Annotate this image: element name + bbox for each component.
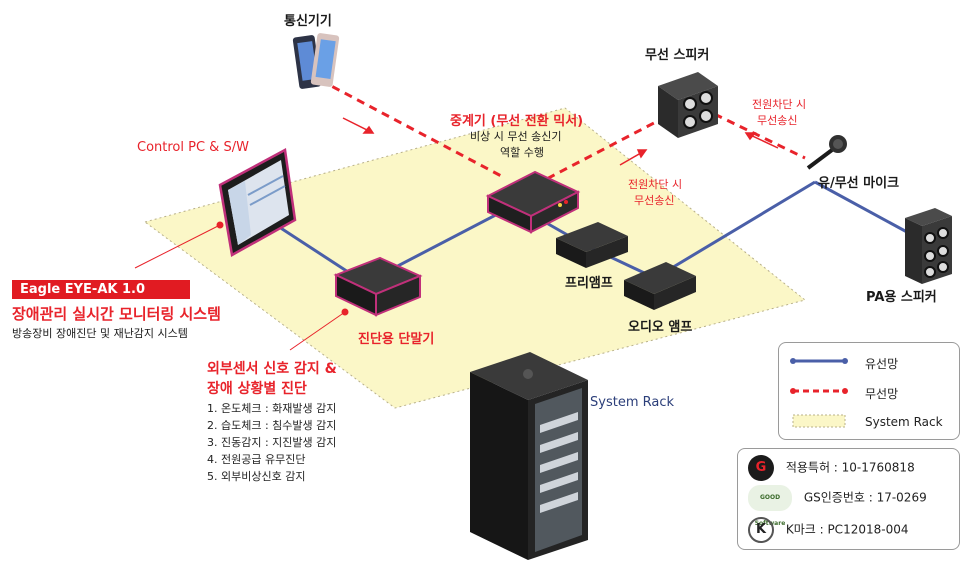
pa-speaker-icon (905, 208, 952, 284)
control-pc-label: Control PC & S/W (137, 140, 249, 155)
control-pc-icon (218, 148, 297, 257)
patent-row: G 적용특허 : 10-1760818 (748, 455, 915, 481)
audio-amp-label: 오디오 앰프 (628, 320, 693, 335)
legend-box: 유선망 무선망 System Rack (778, 342, 960, 440)
sensor-item: 5. 외부비상신호 감지 (207, 470, 306, 483)
relay-desc-line1: 비상 시 무선 송신기 (470, 130, 562, 143)
sensor-item: 1. 온도체크 : 화재발생 감지 (207, 402, 337, 415)
wireless-speaker-icon (658, 72, 718, 138)
k-mark-icon: K (748, 517, 774, 543)
gs-cert-icon: GOOD Software (748, 485, 792, 527)
gs-cert-text: GS인증번호 : 17-0269 (803, 490, 927, 505)
product-subtitle: 방송장비 장애진단 및 재난감지 시스템 (12, 327, 188, 340)
sensors-title-line2: 장애 상황별 진단 (207, 381, 307, 397)
patent-text: 적용특허 : 10-1760818 (785, 460, 915, 475)
comm-device-label: 통신기기 (284, 14, 332, 29)
leader-lines (134, 221, 349, 351)
relay-mixer-icon (485, 170, 581, 234)
sensor-item: 3. 진동감지 : 지진발생 감지 (207, 436, 337, 449)
legend-rack-label: System Rack (865, 415, 943, 429)
legend-swatches (790, 358, 848, 428)
legend-wireless-label: 무선망 (865, 387, 899, 401)
gs-row: GOOD Software GS인증번호 : 17-0269 (748, 485, 927, 527)
patent-icon: G (748, 455, 774, 481)
system-rack-icon (470, 352, 588, 560)
legend-wired-label: 유선망 (865, 357, 899, 371)
power-cut-note-1a: 전원차단 시 (752, 98, 807, 111)
microphone-label: 유/무선 마이크 (818, 176, 900, 191)
power-cut-note-2b: 무선송신 (634, 194, 675, 207)
k-mark-text: K마크 : PC12018-004 (785, 522, 909, 537)
diagnostic-terminal-label: 진단용 단말기 (358, 332, 435, 347)
microphone-icon (806, 135, 847, 170)
platform-floor (143, 107, 807, 409)
audio-amp-icon (624, 262, 696, 310)
sensors-list: 1. 온도체크 : 화재발생 감지 2. 습도체크 : 침수발생 감지 3. 진… (207, 400, 336, 485)
k-mark-row: K K마크 : PC12018-004 (748, 517, 908, 543)
relay-label: 중계기 (무선 전환 믹서) (450, 114, 584, 129)
phone-icon (292, 33, 340, 89)
sensor-item: 2. 습도체크 : 침수발생 감지 (207, 419, 337, 432)
pa-speaker-label: PA용 스피커 (866, 290, 937, 305)
power-cut-note-1b: 무선송신 (757, 114, 798, 127)
wireless-speaker-label: 무선 스피커 (645, 48, 710, 63)
product-title: 장애관리 실시간 모니터링 시스템 (12, 305, 221, 323)
relay-desc-line2: 역할 수행 (500, 146, 544, 159)
certification-box: G 적용특허 : 10-1760818 GOOD Software GS인증번호… (737, 448, 960, 550)
system-rack-label: System Rack (590, 395, 674, 410)
signal-arrows (342, 117, 779, 166)
power-cut-note-2a: 전원차단 시 (628, 178, 683, 191)
sensor-item: 4. 전원공급 유무진단 (207, 453, 306, 466)
preamp-label: 프리앰프 (565, 276, 613, 291)
sensors-title-line1: 외부센서 신호 감지 & (207, 361, 337, 377)
diagnostic-terminal-icon (333, 256, 423, 317)
preamp-icon (556, 222, 628, 268)
product-name-bar: Eagle EYE-AK 1.0 (12, 280, 190, 299)
